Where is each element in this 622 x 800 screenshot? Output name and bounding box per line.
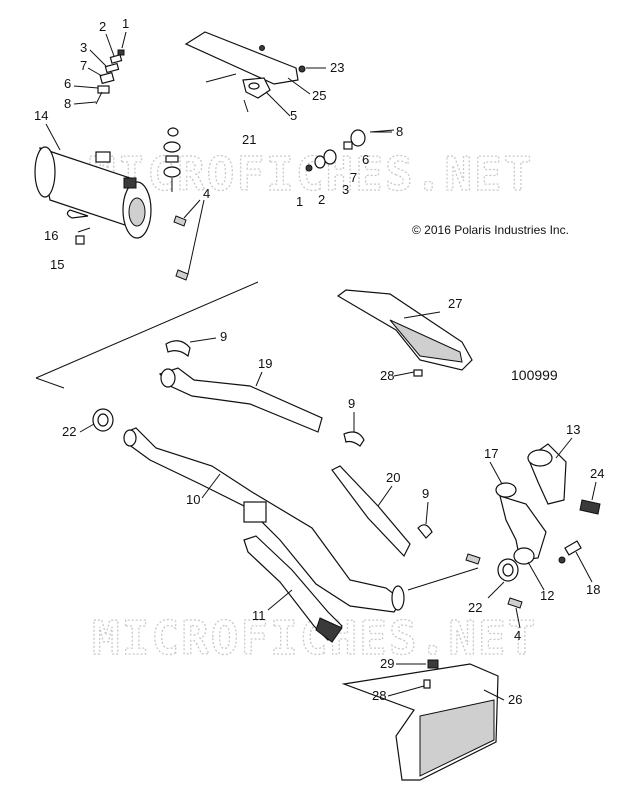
screw-28b (423, 679, 431, 689)
bolt-15 (75, 235, 85, 245)
callout-1: 1 (122, 16, 129, 31)
callout-1b: 1 (296, 194, 303, 209)
callout-27: 27 (448, 296, 462, 311)
spring-4c (507, 597, 523, 609)
sensor-plug (579, 499, 601, 515)
callout-29: 29 (380, 656, 394, 671)
exhaust-elbow (499, 495, 547, 565)
callout-2b: 2 (318, 192, 325, 207)
callout-13: 13 (566, 422, 580, 437)
callout-4b: 4 (514, 628, 521, 643)
heat-shield-lower (341, 663, 499, 781)
copyright-notice: © 2016 Polaris Industries Inc. (412, 223, 569, 237)
callout-19: 19 (258, 356, 272, 371)
callout-9b: 9 (348, 396, 355, 411)
clamp-9b (343, 431, 365, 447)
callout-21: 21 (242, 132, 256, 147)
clamp-9c (417, 524, 433, 539)
callout-6: 6 (64, 76, 71, 91)
heat-shield-bracket (184, 31, 306, 113)
callout-11: 11 (252, 608, 266, 623)
spring-4b (465, 553, 481, 565)
callout-28: 28 (380, 368, 394, 383)
callout-2: 2 (99, 19, 106, 34)
callout-8b: 8 (396, 124, 403, 139)
callout-leaders (45, 31, 597, 701)
exhaust-pipe-upper (158, 367, 323, 433)
callout-16: 16 (44, 228, 58, 243)
exhaust-flange (527, 443, 567, 505)
callout-3: 3 (80, 40, 87, 55)
assembly-lines (35, 281, 259, 389)
clip-29 (427, 659, 439, 669)
callout-14: 14 (34, 108, 48, 123)
callout-23: 23 (330, 60, 344, 75)
callout-3b: 3 (342, 182, 349, 197)
gasket-17 (495, 482, 517, 498)
callout-26: 26 (508, 692, 522, 707)
callout-9c: 9 (422, 486, 429, 501)
oxygen-sensor (558, 540, 582, 564)
head-pipe-main (123, 427, 405, 613)
callout-12: 12 (540, 588, 554, 603)
watermark-top: MICROFICHES.NET (88, 147, 533, 201)
callout-6b: 6 (362, 152, 369, 167)
pipe-lower (243, 535, 343, 643)
callout-28b: 28 (372, 688, 386, 703)
grommet-stack (163, 127, 189, 281)
callout-8: 8 (64, 96, 71, 111)
callout-20: 20 (386, 470, 400, 485)
callout-15: 15 (50, 257, 64, 272)
callout-7: 7 (80, 58, 87, 73)
callout-25: 25 (312, 88, 326, 103)
screw-28a (413, 369, 423, 377)
callout-17: 17 (484, 446, 498, 461)
hardware-stack-left (95, 49, 125, 105)
reference-number: 100999 (511, 367, 558, 383)
hardware-stack-right (305, 129, 395, 172)
callout-7b: 7 (350, 170, 357, 185)
muffler-part (34, 146, 152, 239)
callout-22: 22 (62, 424, 76, 439)
heat-shield-pipe (331, 465, 411, 558)
callout-18: 18 (586, 582, 600, 597)
callout-22b: 22 (468, 600, 482, 615)
callout-9: 9 (220, 329, 227, 344)
heat-shield-upper (336, 289, 473, 371)
callout-10: 10 (186, 492, 200, 507)
callout-24: 24 (590, 466, 604, 481)
clamp-9a (165, 340, 191, 358)
callout-5: 5 (290, 108, 297, 123)
callout-4: 4 (203, 186, 210, 201)
